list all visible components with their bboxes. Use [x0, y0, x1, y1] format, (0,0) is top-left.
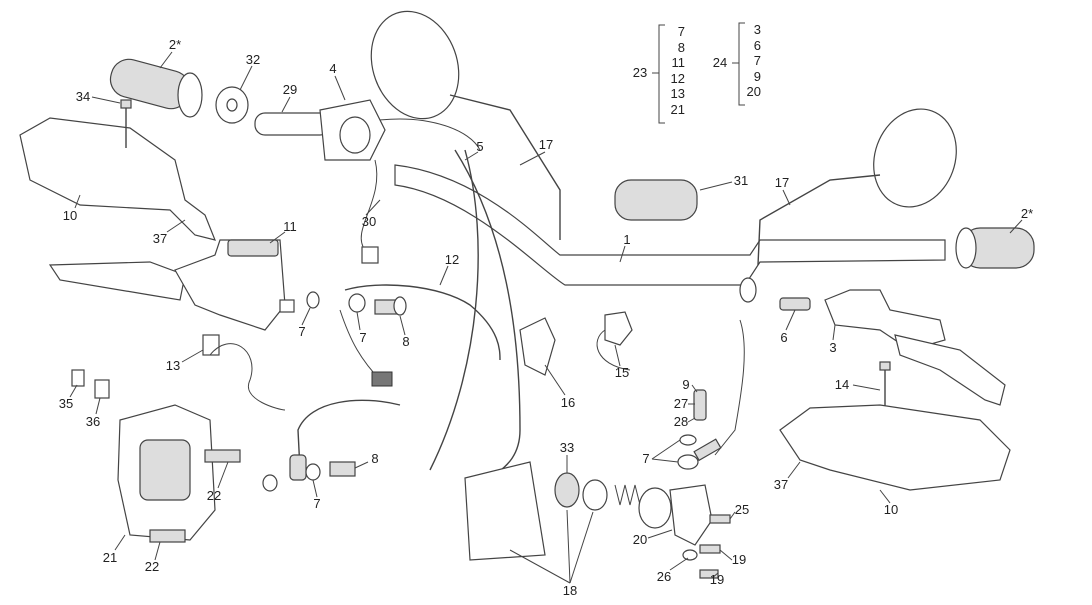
kit-item: 3 [753, 22, 761, 37]
callout: 8 [371, 451, 379, 466]
right-grip [955, 227, 1035, 269]
kit-item: 9 [753, 68, 761, 84]
brake-switch [202, 334, 220, 356]
kit-24-number: 24 [712, 55, 728, 70]
callout: 26 [656, 569, 672, 584]
callout: 19 [709, 572, 725, 587]
callout: 7 [642, 451, 650, 466]
callout: 16 [560, 395, 576, 410]
kit-item: 12 [670, 70, 685, 86]
callout: 12 [444, 252, 460, 267]
callout: 2* [168, 37, 182, 52]
callout: 13 [165, 358, 181, 373]
callout: 2* [1020, 206, 1034, 221]
right-handguard [779, 404, 1011, 491]
callout: 29 [282, 82, 298, 97]
callout: 11 [283, 219, 297, 234]
kit-23-items: 7 8 11 12 13 21 [663, 24, 685, 117]
callout: 32 [245, 52, 261, 67]
callout: 17 [538, 137, 554, 152]
brake-hose [344, 284, 501, 361]
callout: 7 [359, 330, 367, 345]
kit-item: 6 [753, 37, 761, 53]
callout: 10 [883, 502, 899, 517]
leader-lines [69, 51, 1023, 584]
kit-item: 21 [670, 101, 685, 117]
handlebar [394, 164, 946, 286]
bolt-34 [120, 99, 132, 109]
handlebar-pad [614, 179, 698, 221]
left-mirror [370, 10, 460, 120]
callout: 21 [102, 550, 118, 565]
kit-23-number: 23 [632, 65, 648, 80]
kit-brackets [652, 22, 745, 124]
left-brake-lever [48, 261, 186, 301]
callout: 1 [623, 232, 631, 247]
callout: 9 [682, 377, 690, 392]
callout: 35 [58, 396, 74, 411]
callout: 7 [298, 324, 306, 339]
callout: 28 [673, 414, 689, 429]
callout: 33 [559, 440, 575, 455]
tool-pouch [464, 461, 546, 561]
reservoir [669, 484, 713, 546]
kit-item: 13 [670, 86, 685, 101]
throttle-tube [254, 112, 331, 136]
callout: 20 [632, 532, 648, 547]
callout: 34 [75, 89, 91, 104]
callout: 37 [773, 477, 789, 492]
callout: 17 [774, 175, 790, 190]
callout: 36 [85, 414, 101, 429]
callout: 10 [62, 208, 78, 223]
right-master-cylinder [824, 289, 946, 351]
kit-item: 11 [671, 55, 686, 70]
right-brake-lever [894, 334, 1006, 406]
callout: 22 [144, 559, 160, 574]
callout: 19 [731, 552, 747, 567]
kit-item: 7 [753, 53, 761, 68]
callout: 22 [206, 488, 222, 503]
kit-item: 7 [677, 24, 685, 39]
callout: 31 [733, 173, 749, 188]
right-mirror [873, 108, 957, 208]
callout: 8 [402, 334, 410, 349]
callout: 37 [152, 231, 168, 246]
callout: 14 [834, 377, 850, 392]
mirror-clamp [519, 317, 556, 376]
throttle-cable [454, 149, 521, 476]
callout: 15 [614, 365, 630, 380]
callout: 6 [780, 330, 788, 345]
callout: 4 [329, 61, 337, 76]
left-handguard [19, 117, 216, 241]
callout: 18 [562, 583, 578, 598]
left-grip [109, 58, 203, 118]
callout: 27 [673, 396, 689, 411]
callout: 7 [313, 496, 321, 511]
right-mirror-stem [757, 174, 881, 266]
callout: 30 [361, 214, 377, 229]
callout: 25 [734, 502, 750, 517]
callout: 3 [829, 340, 837, 355]
callout: 5 [476, 139, 484, 154]
left-mirror-stem [449, 94, 561, 240]
switch-15 [604, 311, 633, 346]
kit-item: 20 [746, 84, 761, 99]
kit-24-items: 3 6 7 9 20 [741, 22, 761, 100]
kit-item: 8 [677, 39, 685, 55]
